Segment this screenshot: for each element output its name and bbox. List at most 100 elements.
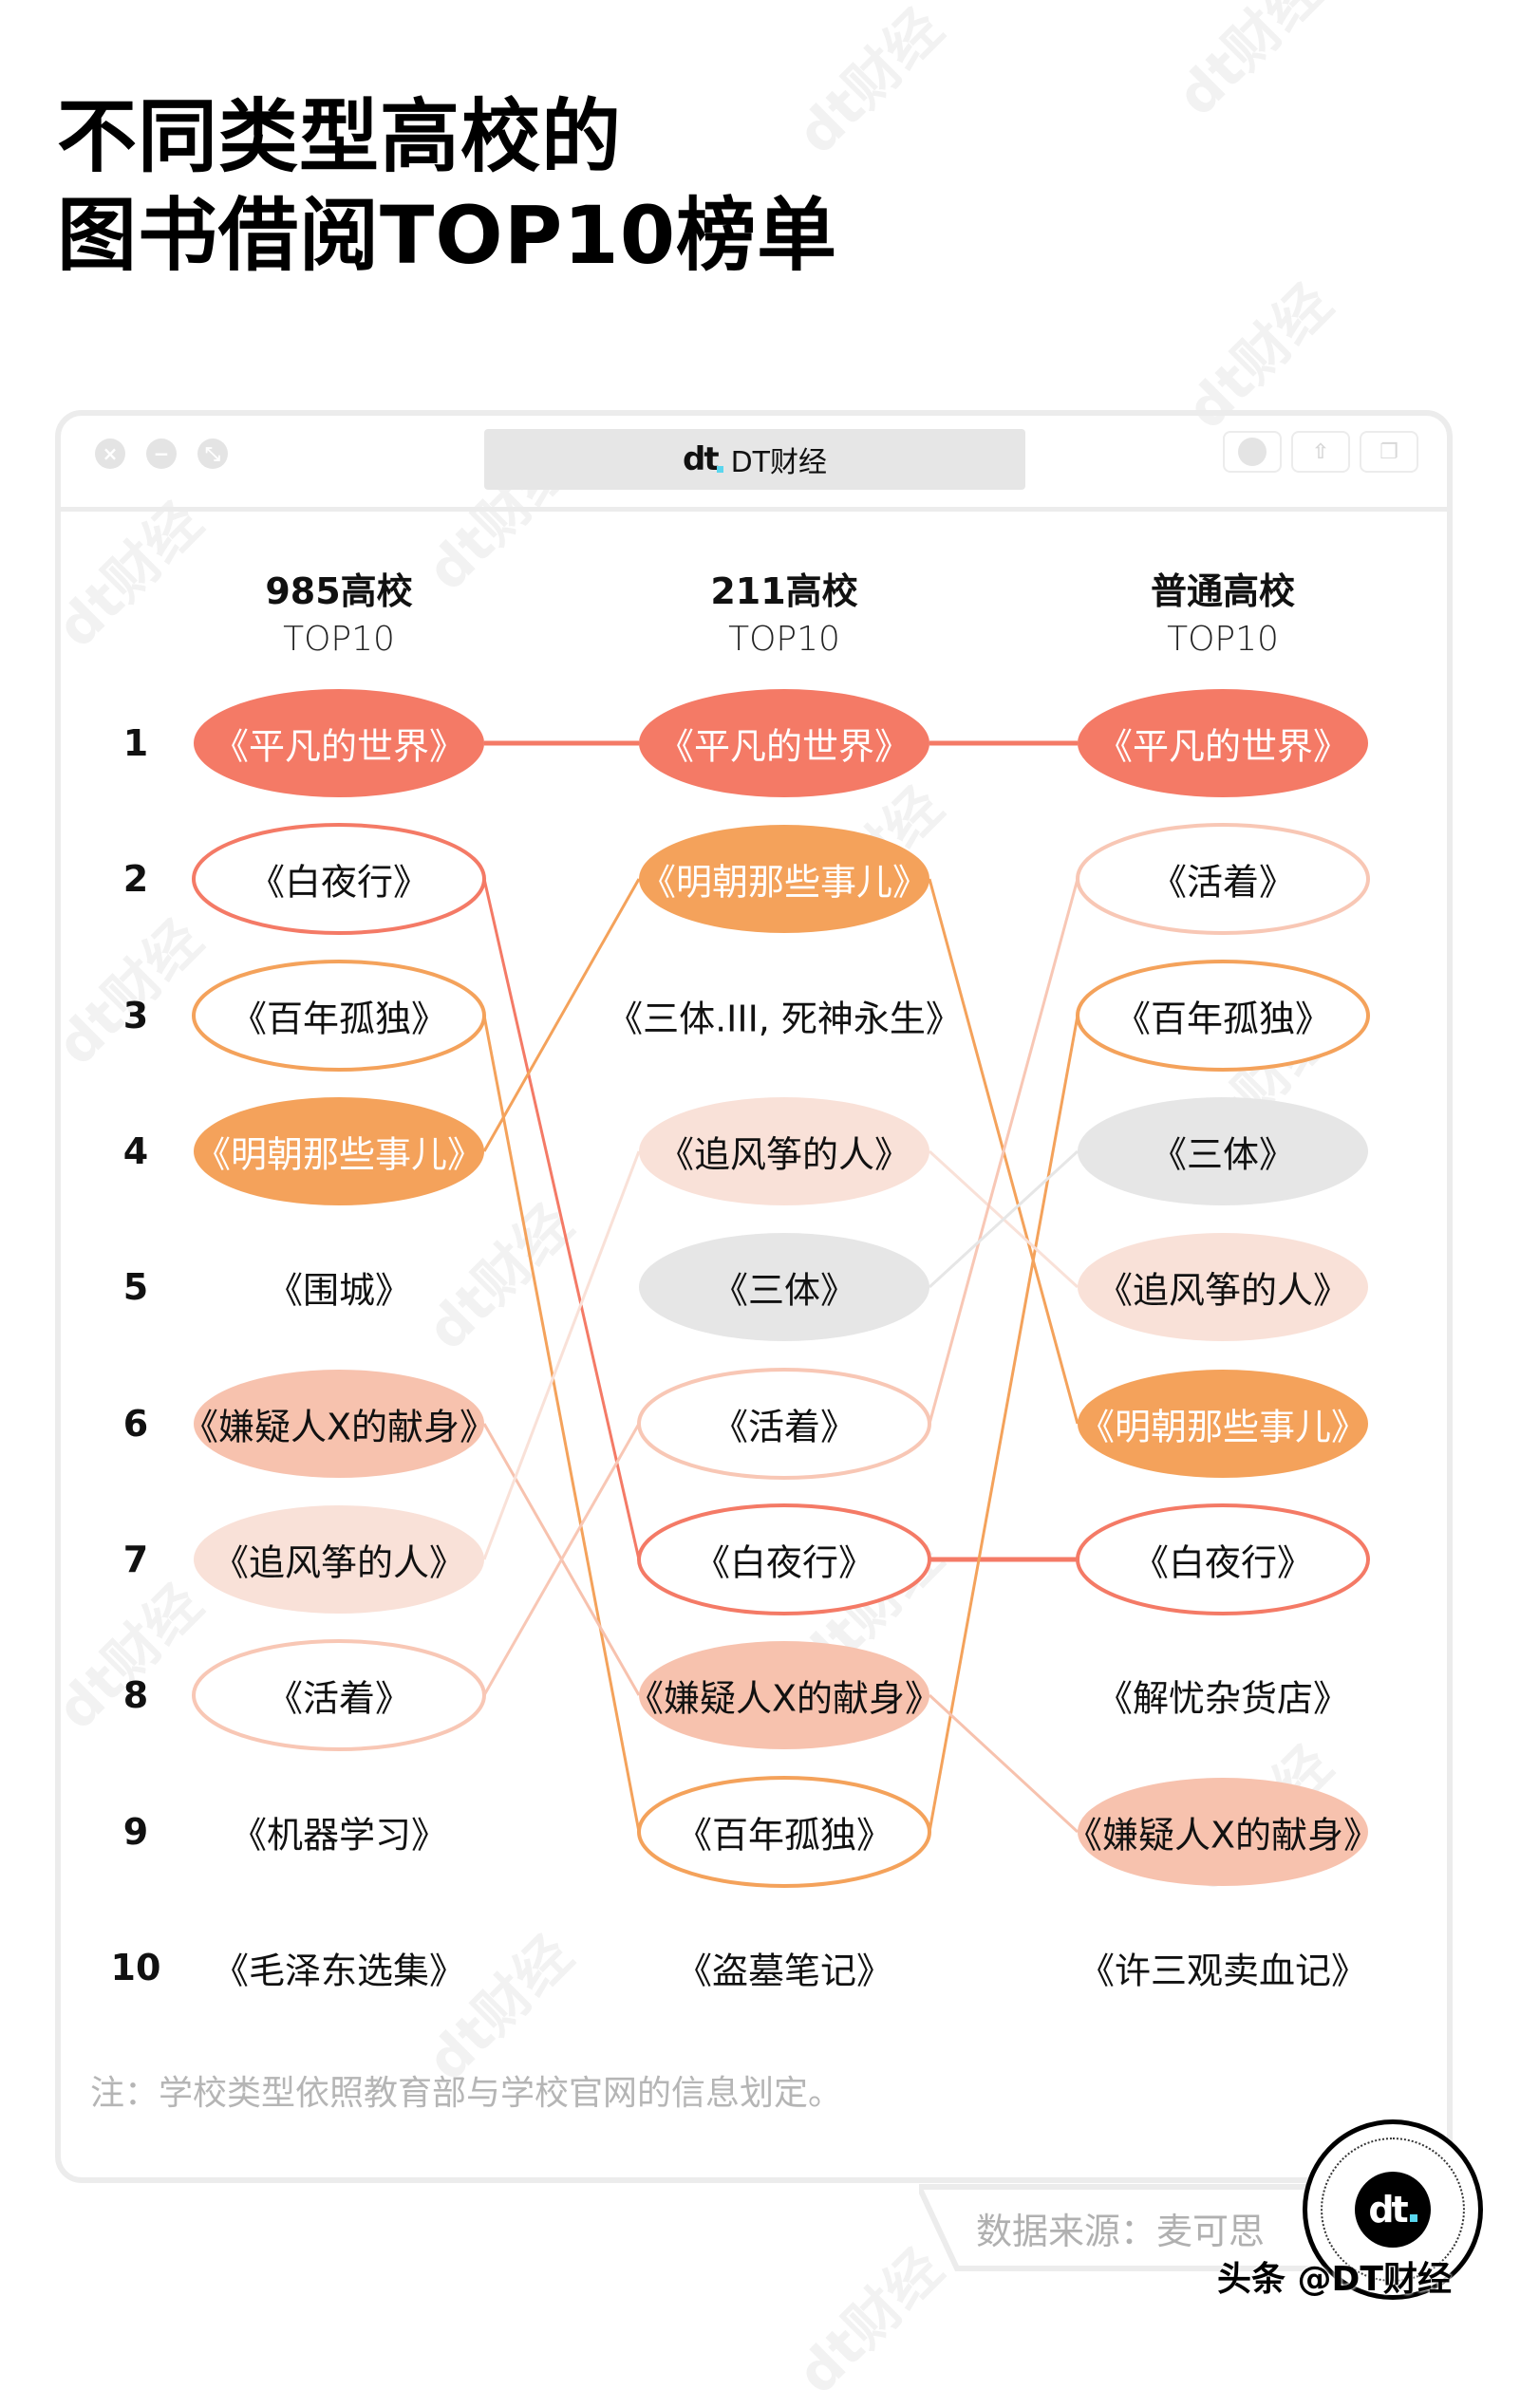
book-regular-2: 《活着》 <box>1150 861 1296 904</box>
minimize-icon[interactable]: − <box>146 439 177 469</box>
book-regular-9: 《嫌疑人X的献身》 <box>1065 1814 1380 1857</box>
rank-number: 9 <box>122 1811 149 1853</box>
share-icon: ⇧ <box>1311 439 1330 464</box>
data-source: 数据来源：麦可思 <box>976 2211 1266 2252</box>
book-211-8: 《嫌疑人X的献身》 <box>627 1677 942 1720</box>
book-211-5: 《三体》 <box>711 1269 857 1312</box>
ellipse-c2-r9 <box>637 1776 931 1888</box>
line-santi <box>928 1149 1079 1289</box>
rank-number: 6 <box>122 1403 149 1445</box>
ellipse-c1-r7 <box>194 1505 484 1614</box>
copy-icon: ❐ <box>1379 439 1398 464</box>
author-handle: 头条 @DT财经 <box>1217 2260 1452 2299</box>
book-211-4: 《追风筝的人》 <box>657 1133 911 1176</box>
book-regular-10: 《许三观卖血记》 <box>1078 1950 1368 1992</box>
dt-logo-icon: dt <box>1355 2172 1431 2248</box>
ellipse-c1-r8 <box>192 1639 486 1751</box>
ranking-connections <box>192 689 1370 1888</box>
address-bar[interactable]: dt DT财经 <box>484 429 1025 490</box>
book-985-8: 《活着》 <box>266 1677 412 1720</box>
ellipse-c3-r9 <box>1078 1778 1368 1886</box>
window-controls: × − ⤡ <box>95 439 228 469</box>
book-985-4: 《明朝那些事儿》 <box>194 1133 484 1176</box>
book-211-7: 《白夜行》 <box>693 1541 875 1584</box>
line-zhuifeng <box>482 1150 641 1560</box>
rank-number: 10 <box>110 1947 161 1988</box>
ellipse-c3-r4 <box>1078 1097 1368 1205</box>
ellipse-c1-r6 <box>194 1370 484 1478</box>
rank-number: 4 <box>122 1130 149 1172</box>
rank-number: 2 <box>122 858 149 900</box>
rank-number: 5 <box>122 1266 149 1308</box>
book-985-2: 《白夜行》 <box>248 861 430 904</box>
book-985-5: 《围城》 <box>266 1269 412 1312</box>
dt-logo-icon: dt <box>683 440 723 478</box>
line-xianyiren <box>928 1693 1079 1834</box>
book-211-3: 《三体.III, 死神永生》 <box>607 998 962 1040</box>
column-header-regular: 普通高校 TOP10 <box>1150 570 1295 659</box>
book-211-10: 《盗墓笔记》 <box>675 1950 893 1992</box>
footnote: 注：学校类型依照教育部与学校官网的信息划定。 <box>90 2074 843 2113</box>
ellipse-c1-r3 <box>192 960 486 1072</box>
source-tab-shape <box>919 2184 1318 2271</box>
book-985-1: 《平凡的世界》 <box>212 725 466 768</box>
page-title-line2: 图书借阅TOP10榜单 <box>57 189 838 282</box>
book-985-10: 《毛泽东选集》 <box>212 1950 466 1992</box>
ellipse-c2-r6 <box>637 1368 931 1480</box>
window-titlebar: × − ⤡ dt DT财经 ⇧ ❐ <box>61 416 1447 512</box>
book-regular-1: 《平凡的世界》 <box>1096 725 1350 768</box>
ellipse-c3-r1 <box>1078 689 1368 797</box>
share-button[interactable]: ⇧ <box>1291 431 1350 473</box>
window-toolbar: ⇧ ❐ <box>1223 431 1418 473</box>
ellipse-c3-r2 <box>1076 823 1370 935</box>
book-211-2: 《明朝那些事儿》 <box>639 861 929 904</box>
badge-dotted-ring <box>1321 2137 1465 2282</box>
dt-badge: dt <box>1303 2119 1483 2300</box>
book-211-6: 《活着》 <box>711 1406 857 1448</box>
book-985-7: 《追风筝的人》 <box>212 1541 466 1584</box>
column-header-985: 985高校 TOP10 <box>265 570 413 659</box>
ellipse-c2-r7 <box>637 1503 931 1615</box>
resize-icon[interactable]: ⤡ <box>197 439 228 469</box>
book-regular-4: 《三体》 <box>1150 1133 1296 1176</box>
line-bainian <box>482 1015 641 1833</box>
page-title: 不同类型高校的 图书借阅TOP10榜单 <box>57 87 837 285</box>
ellipse-c1-r1 <box>194 689 484 797</box>
ellipse-c3-r6 <box>1078 1370 1368 1478</box>
line-mingchao <box>482 878 641 1152</box>
book-regular-8: 《解忧杂货店》 <box>1096 1677 1350 1720</box>
ellipse-c1-r4 <box>194 1097 484 1205</box>
book-regular-7: 《白夜行》 <box>1132 1541 1314 1584</box>
ellipse-c2-r8 <box>639 1641 929 1749</box>
rank-number: 1 <box>122 722 149 764</box>
ellipse-c3-r5 <box>1078 1233 1368 1341</box>
ellipse-c2-r4 <box>639 1097 929 1205</box>
book-985-6: 《嫌疑人X的献身》 <box>181 1406 497 1448</box>
book-regular-6: 《明朝那些事儿》 <box>1078 1406 1368 1448</box>
copy-button[interactable]: ❐ <box>1360 431 1418 473</box>
ellipse-c2-r2 <box>639 825 929 933</box>
rank-number: 7 <box>122 1539 149 1580</box>
book-211-1: 《平凡的世界》 <box>657 725 911 768</box>
line-baiyexing <box>482 878 641 1560</box>
record-button[interactable] <box>1223 431 1282 473</box>
book-regular-3: 《百年孤独》 <box>1114 998 1332 1040</box>
browser-window-frame: × − ⤡ dt DT财经 ⇧ ❐ <box>55 410 1453 2183</box>
line-huozhe <box>482 1423 641 1696</box>
ellipse-c1-r2 <box>192 823 486 935</box>
column-header-211: 211高校 TOP10 <box>710 570 858 659</box>
page-title-line1: 不同类型高校的 <box>57 90 623 183</box>
rank-number: 8 <box>122 1674 149 1716</box>
book-985-3: 《百年孤独》 <box>230 998 448 1040</box>
address-label: DT财经 <box>730 446 828 479</box>
ellipse-c2-r5 <box>639 1233 929 1341</box>
ellipse-c3-r7 <box>1076 1503 1370 1615</box>
ellipse-c2-r1 <box>639 689 929 797</box>
line-huozhe <box>928 878 1079 1425</box>
rank-number: 3 <box>122 995 149 1036</box>
book-211-9: 《百年孤独》 <box>675 1814 893 1857</box>
book-regular-5: 《追风筝的人》 <box>1096 1269 1350 1312</box>
line-bainian <box>928 1015 1079 1833</box>
ellipse-c3-r3 <box>1076 960 1370 1072</box>
close-icon[interactable]: × <box>95 439 125 469</box>
